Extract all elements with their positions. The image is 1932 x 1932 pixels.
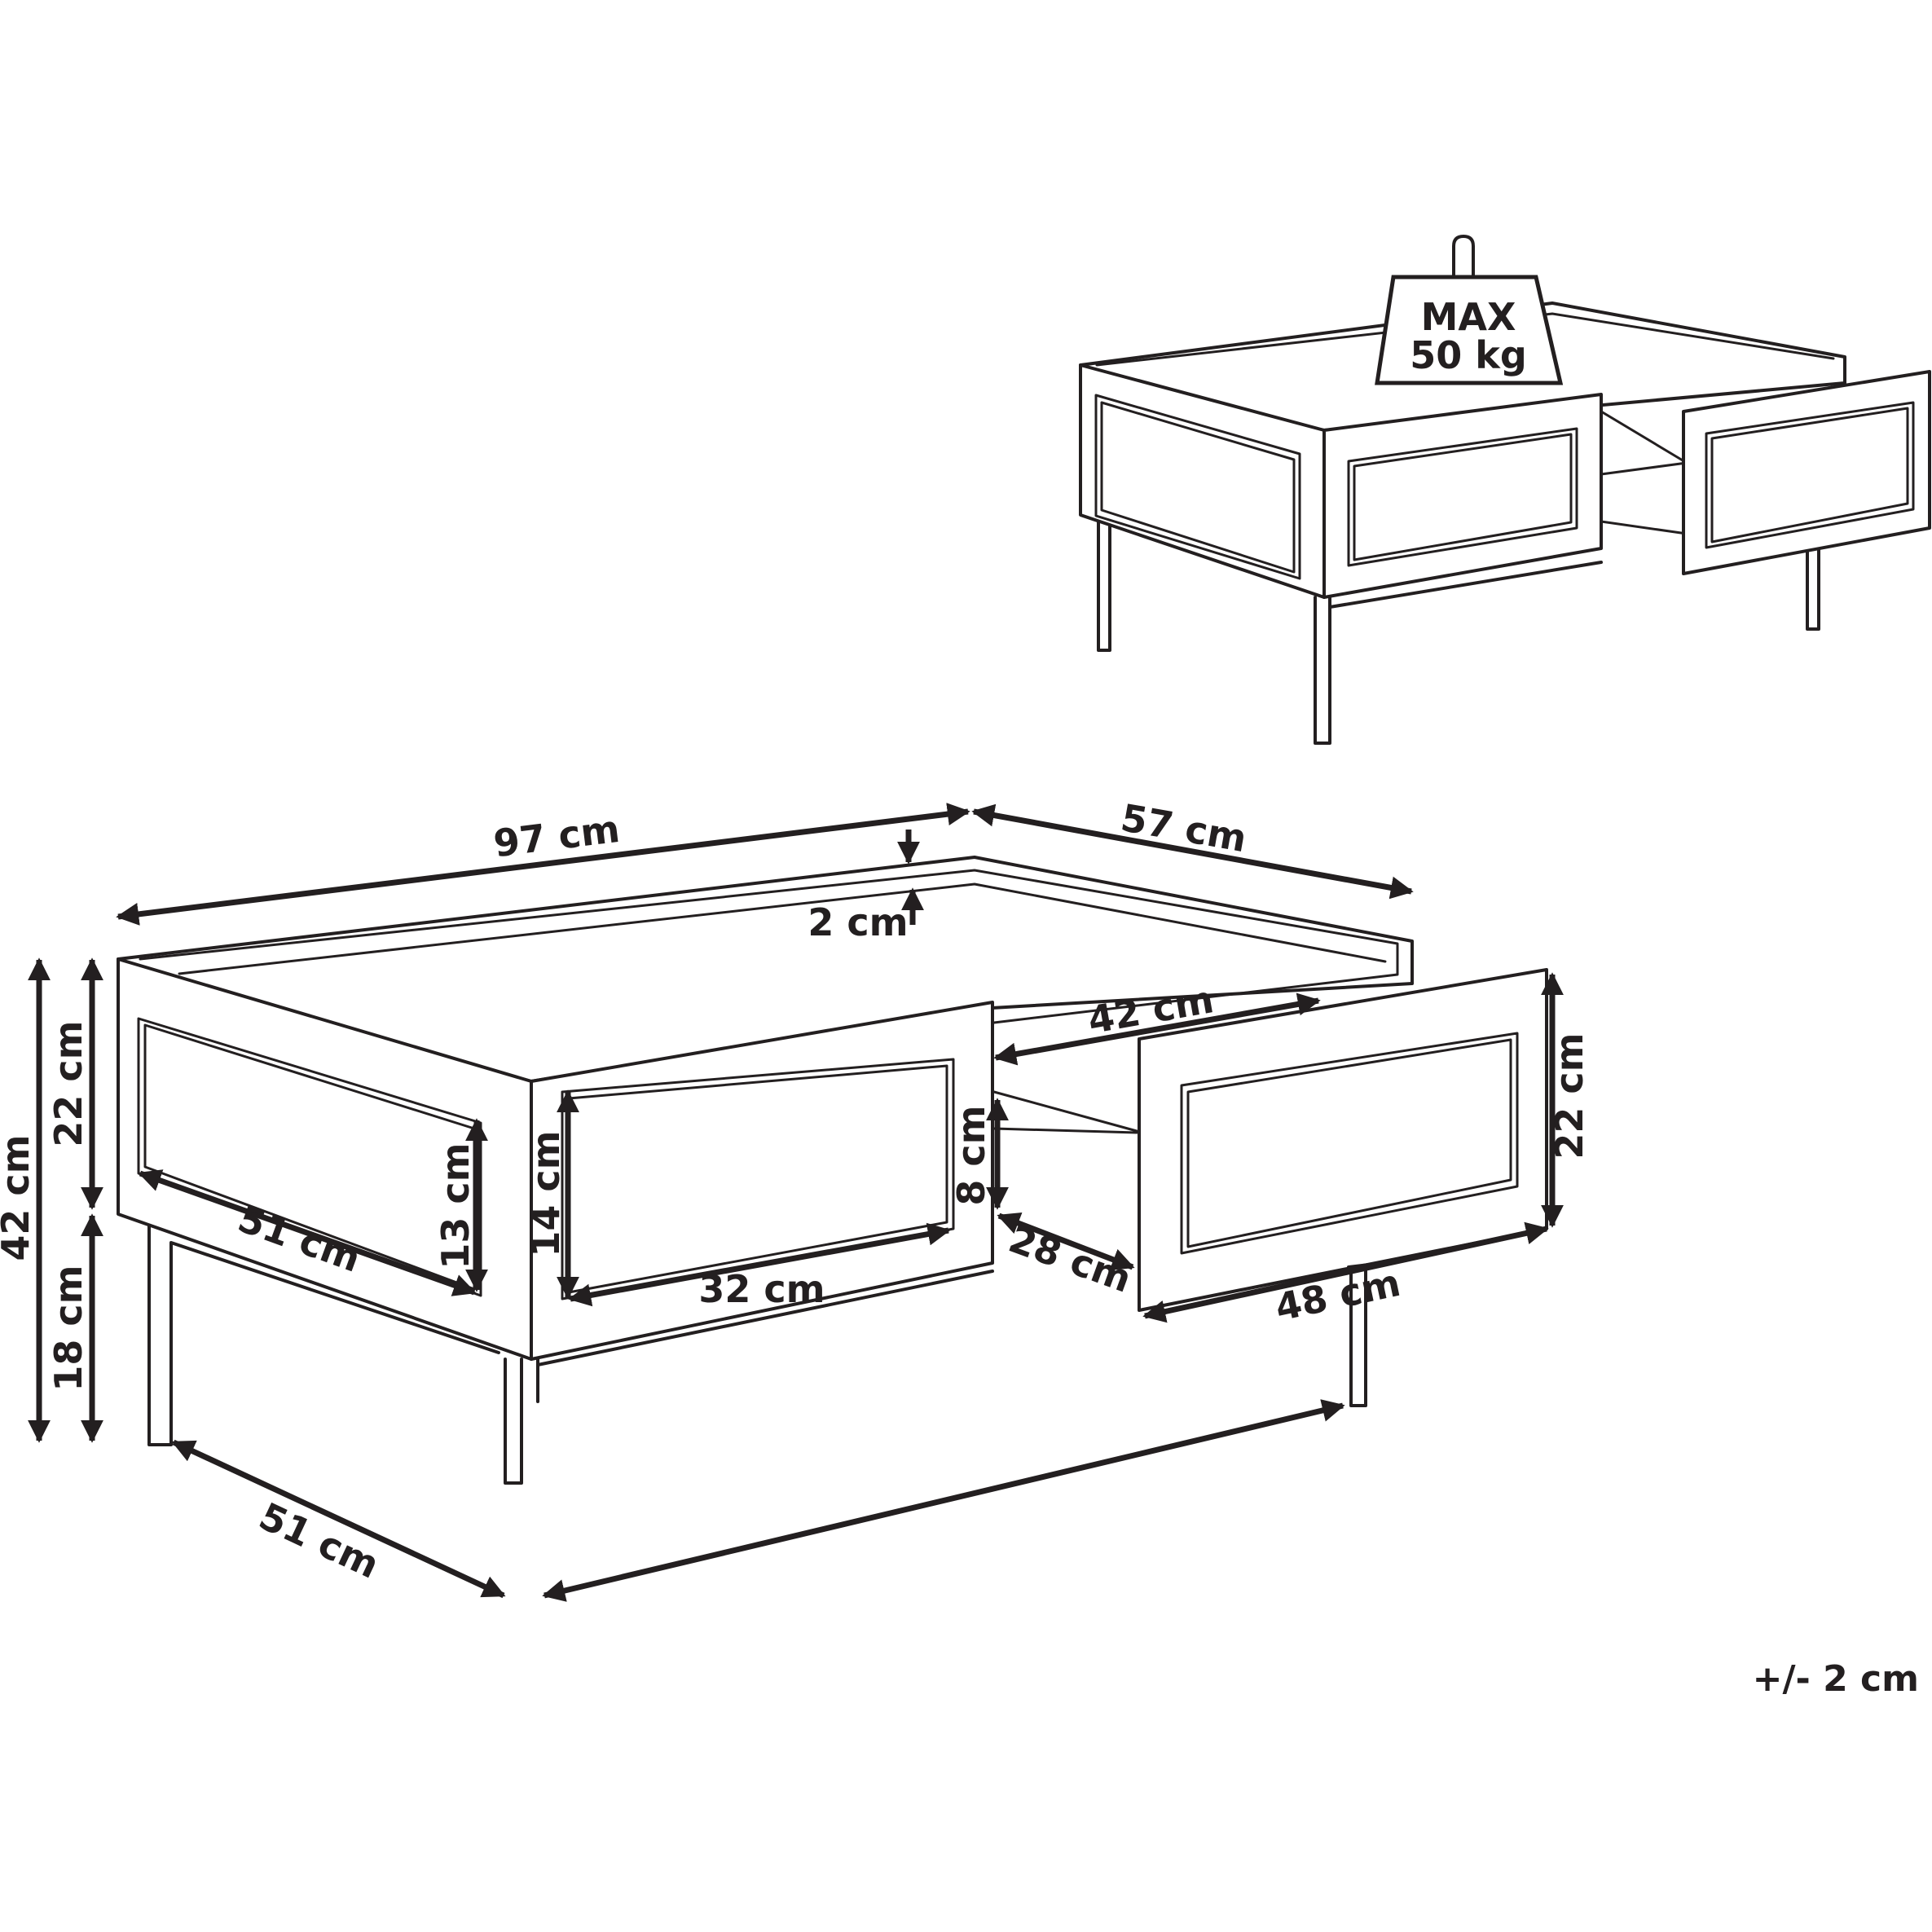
label-side-panel-height: 13 cm xyxy=(433,1142,477,1269)
dim-line-front-panel-width xyxy=(568,1222,951,1307)
dimension-lines xyxy=(28,803,1564,1602)
table-main-view xyxy=(117,856,1548,1485)
dim-line-drawer-front-width xyxy=(1142,1221,1549,1323)
weight-limit-label: 50 kg xyxy=(1410,333,1527,377)
label-drawer-inner-height: 8 cm xyxy=(949,1105,993,1205)
dim-line-side-panel-width xyxy=(138,1169,477,1296)
dim-line-depth xyxy=(971,803,1414,900)
dim-line-drawer-depth xyxy=(997,1212,1135,1271)
dim-line-leg-span-depth xyxy=(171,1439,506,1599)
weight-icon: MAX 50 kg xyxy=(1375,235,1564,385)
label-leg-height: 18 cm xyxy=(46,1265,90,1391)
dim-line-width xyxy=(116,803,970,926)
label-body-height: 22 cm xyxy=(46,1020,90,1146)
weight-max-label: MAX xyxy=(1421,295,1516,339)
table-thumbnail: MAX 50 kg xyxy=(1079,235,1931,745)
label-front-panel-height: 14 cm xyxy=(524,1130,568,1256)
dim-line-drawer-inner-width xyxy=(993,992,1321,1066)
label-rim: 2 cm xyxy=(808,900,908,944)
label-total-height: 42 cm xyxy=(0,1134,37,1261)
label-drawer-front-height: 22 cm xyxy=(1547,1032,1591,1159)
tolerance-note: +/- 2 cm xyxy=(1752,1658,1919,1700)
label-front-panel-width: 32 cm xyxy=(698,1267,825,1311)
dim-line-leg-span-width xyxy=(542,1399,1345,1602)
label-drawer-depth: 28 cm xyxy=(1003,1217,1137,1301)
